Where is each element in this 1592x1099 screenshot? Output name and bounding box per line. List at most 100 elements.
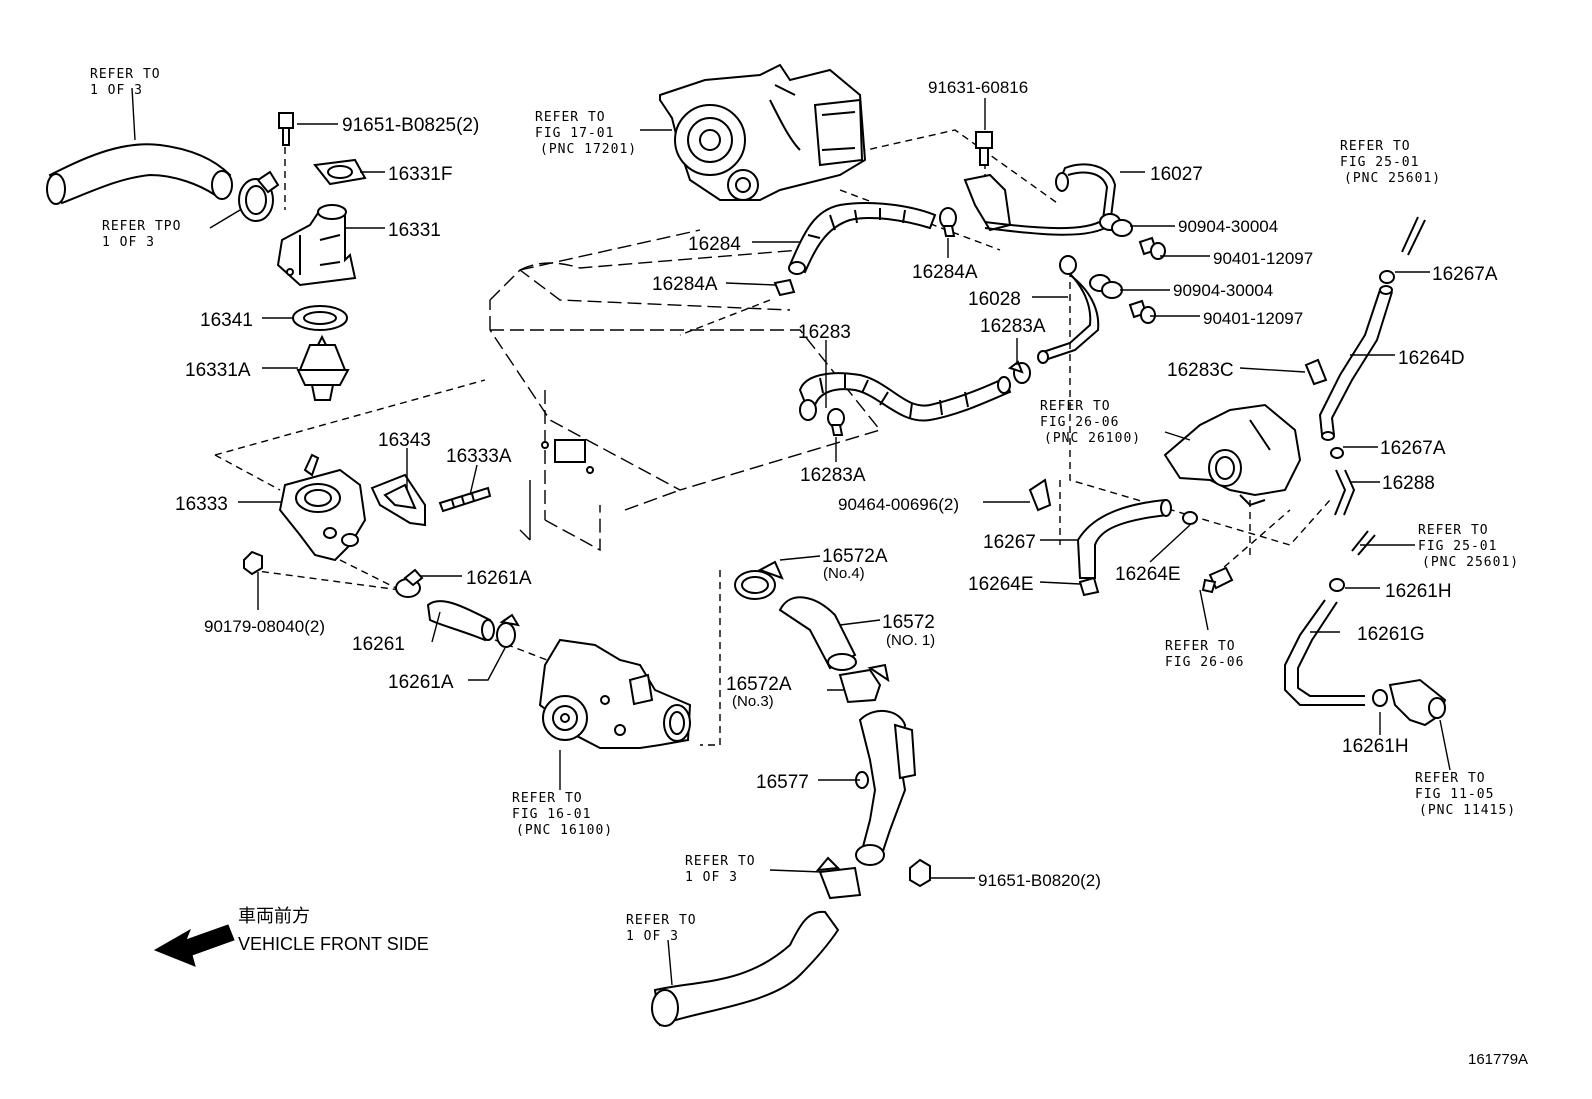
throttle-body: [1163, 403, 1302, 507]
label-16027: 16027: [1150, 164, 1203, 185]
label-16261G: 16261G: [1357, 624, 1425, 645]
label-90464-00696: 90464-00696(2): [838, 495, 959, 514]
hose-16261G: [1284, 599, 1365, 706]
clamp-16284A-right: [939, 207, 957, 237]
turbocharger: [659, 63, 867, 201]
label-16331: 16331: [388, 220, 441, 241]
label-16283A-upper: 16283A: [980, 316, 1046, 337]
label-16333A: 16333A: [446, 446, 512, 467]
stud-16333A: [438, 486, 492, 513]
water-inlet-housing-16333: [278, 453, 367, 562]
refer-note-3-line1: REFER TO: [535, 110, 606, 125]
label-91651-B0820: 91651-B0820(2): [978, 871, 1101, 890]
label-16284: 16284: [688, 234, 741, 255]
label-16267A-upper: 16267A: [1432, 264, 1498, 285]
bypass-pipe-16577: [855, 710, 917, 866]
clamp-16264E-left: [1078, 576, 1100, 597]
label-16288: 16288: [1382, 473, 1435, 494]
bracket-16027: [963, 163, 1117, 236]
refer-note-3-line3: (PNC 17201): [540, 142, 637, 157]
label-16341: 16341: [200, 310, 253, 331]
refer-note-11-line1: REFER TO: [626, 913, 697, 928]
refer-note-9-line1: REFER TO: [512, 791, 583, 806]
hose-16283: [798, 372, 1012, 422]
hose-16572: [778, 596, 857, 671]
refer-note-11-line2: 1 OF 3: [626, 929, 679, 944]
refer-note-5-line3: (PNC 26100): [1044, 431, 1141, 446]
union-bolt-90401-upper: [1138, 236, 1166, 260]
air-valve-right: [1388, 678, 1447, 727]
refer-note-2-line2: 1 OF 3: [102, 235, 155, 250]
label-91631-60816: 91631-60816: [928, 78, 1028, 97]
label-16028: 16028: [968, 289, 1021, 310]
hose-16284: [788, 202, 937, 275]
clamp-16572A-no4: [734, 560, 784, 600]
refer-note-1-line2: 1 OF 3: [90, 83, 143, 98]
refer-note-5-line1: REFER TO: [1040, 399, 1111, 414]
refer-note-7-line3: (PNC 25601): [1422, 555, 1519, 570]
label-91651-B0825: 91651-B0825(2): [342, 115, 479, 136]
label-90904-30004-upper: 90904-30004: [1178, 217, 1278, 236]
label-16283A-lower: 16283A: [800, 465, 866, 486]
label-16572: 16572: [882, 612, 935, 633]
refer-note-9-line3: (PNC 16100): [516, 823, 613, 838]
gasket-16331F: [313, 158, 367, 186]
label-16267: 16267: [983, 532, 1036, 553]
label-16261H-lower: 16261H: [1342, 736, 1409, 757]
label-16284A-left: 16284A: [652, 274, 718, 295]
engine-block-outline: [489, 229, 882, 552]
refer-note-3-line2: FIG 17-01: [535, 126, 614, 141]
label-16261A-upper: 16261A: [466, 568, 532, 589]
hose-clamp-upper: [238, 170, 280, 222]
refer-note-8-line2: FIG 11-05: [1415, 787, 1494, 802]
refer-note-7-line1: REFER TO: [1418, 523, 1489, 538]
refer-note-4-line2: FIG 25-01: [1340, 155, 1419, 170]
label-90401-12097-lower: 90401-12097: [1203, 309, 1303, 328]
label-16261H-upper: 16261H: [1385, 581, 1452, 602]
gasket-90904-lower: [1089, 274, 1123, 299]
label-16284A-right: 16284A: [912, 262, 978, 283]
leader-lines: [131, 87, 1451, 986]
label-16572A-no3: 16572A: [726, 674, 792, 695]
refer-note-5-line2: FIG 26-06: [1040, 415, 1119, 430]
refer-note-10-line2: 1 OF 3: [685, 870, 738, 885]
pipe-segment-upper-right: [1401, 216, 1426, 256]
label-16283: 16283: [798, 322, 851, 343]
label-90179-08040: 90179-08040(2): [204, 617, 325, 636]
refer-note-9-line2: FIG 16-01: [512, 807, 591, 822]
label-16572A-no4: 16572A: [822, 546, 888, 567]
refer-note-2-line1: REFER TPO: [102, 219, 181, 234]
label-16331F: 16331F: [388, 164, 452, 185]
water-pump: [538, 638, 692, 749]
water-outlet-16331: [276, 204, 357, 287]
refer-note-7-line2: FIG 25-01: [1418, 539, 1497, 554]
refer-note-4-line3: (PNC 25601): [1344, 171, 1441, 186]
clamp-16261A-lower: [496, 613, 521, 648]
vehicle-front-arrow-icon: [153, 924, 235, 967]
clamp-16572A-no3: [838, 663, 890, 704]
pipe-segment-lower-right: [1351, 530, 1376, 556]
clamp-16261A-upper: [395, 568, 424, 598]
vehicle-front-english: VEHICLE FRONT SIDE: [238, 934, 429, 954]
gasket-90904-upper: [1099, 213, 1133, 237]
upper-radiator-hose: [46, 143, 233, 205]
label-16333: 16333: [175, 494, 228, 515]
label-16264E-right: 16264E: [1115, 564, 1181, 585]
refer-note-8-line3: (PNC 11415): [1419, 803, 1516, 818]
hose-16261: [426, 600, 495, 642]
label-16283C: 16283C: [1167, 360, 1234, 381]
clamp-16284A-left: [773, 278, 796, 297]
label-90904-30004-lower: 90904-30004: [1173, 281, 1273, 300]
refer-note-10-line1: REFER TO: [685, 854, 756, 869]
clip-16283C: [1304, 358, 1328, 386]
label-16267A-lower: 16267A: [1380, 438, 1446, 459]
clip-90464: [1028, 478, 1052, 512]
figure-number: 161779A: [1468, 1051, 1528, 1068]
clamp-lower-1of3: [815, 856, 862, 900]
refer-note-6-line2: FIG 26-06: [1165, 655, 1244, 670]
gasket-16341: [292, 305, 348, 331]
clamp-16261H-upper: [1329, 578, 1345, 592]
pipe-16288: [1334, 469, 1356, 516]
refer-note-6-line1: REFER TO: [1165, 639, 1236, 654]
